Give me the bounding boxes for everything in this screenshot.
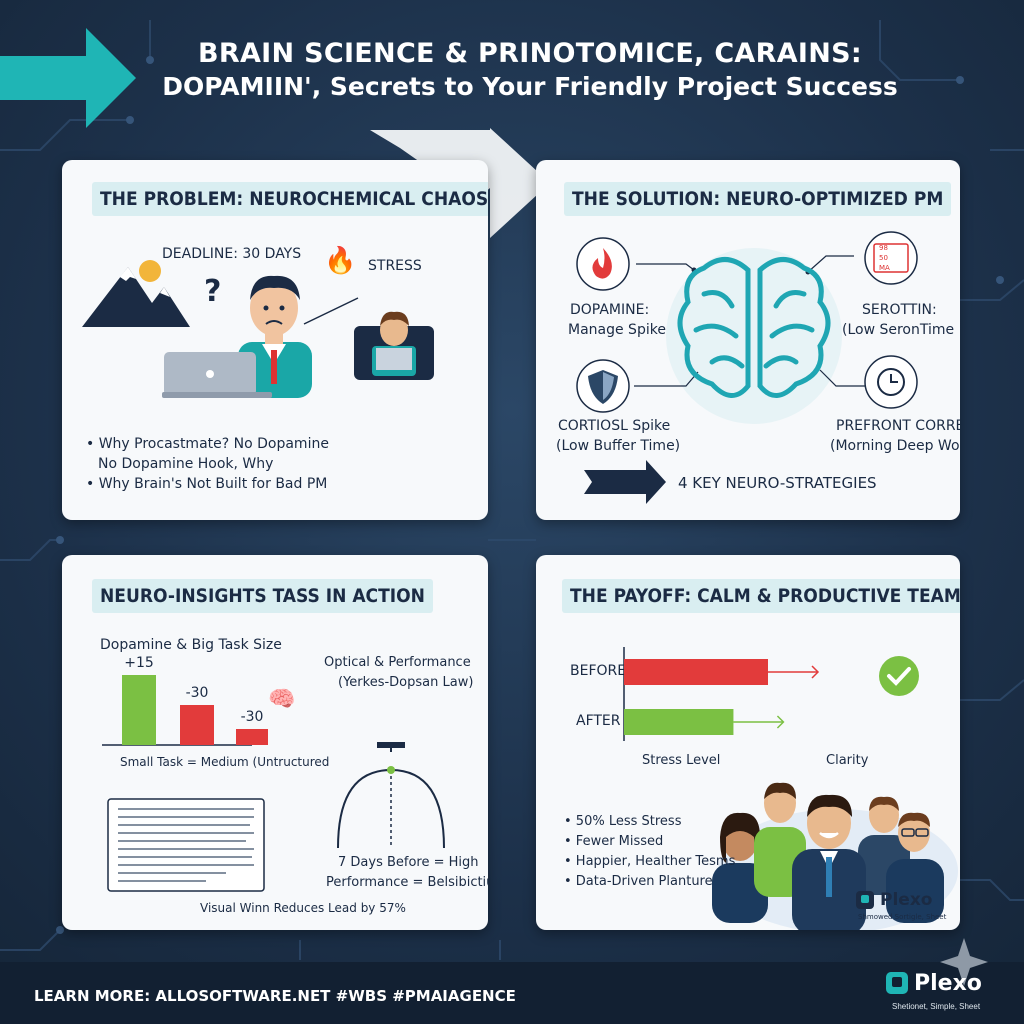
curve-caption-2: Performance = Belsibictius) [326, 875, 488, 890]
serotonin-badge-1: 98 [879, 244, 888, 252]
after-label: AFTER [576, 713, 621, 729]
payoff-panel: THE PAYOFF: CALM & PRODUCTIVE TEAMS BEFO… [536, 555, 960, 930]
serotonin-badge-2: 50 [879, 254, 888, 262]
payoff-heading: THE PAYOFF: CALM & PRODUCTIVE TEAMS [562, 579, 960, 613]
solution-panel: THE SOLUTION: NEURO-OPTIMIZED PM 98 50 M… [536, 160, 960, 520]
dopamine-bar [122, 675, 156, 745]
payoff-bullet-2: • Fewer Missed [564, 834, 664, 849]
insights-heading: NEURO-INSIGHTS TASS IN ACTION [92, 579, 433, 613]
panel-brand-logo: Plexo [854, 889, 932, 911]
sparkle-icon [940, 938, 988, 986]
curve-caption-1: 7 Days Before = High [338, 855, 479, 870]
dopamine-subtitle: Manage Spike [568, 322, 666, 338]
before-label: BEFORE [570, 663, 627, 679]
stressed-person-illustration [162, 275, 312, 398]
brain-icon: 🧠 [268, 687, 296, 712]
brain-diagram [576, 231, 918, 504]
footer-brand-logo: Plexo [884, 970, 982, 996]
prefrontal-title: PREFRONT CORREX [836, 418, 960, 434]
payoff-bullet-3: • Happier, Healther Tesms [564, 854, 736, 869]
strategies-label: 4 KEY NEURO-STRATEGIES [678, 474, 877, 492]
payoff-bullet-4: • Data-Driven Planture [564, 874, 713, 889]
document-caption: Visual Winn Reduces Lead by 57% [200, 901, 406, 915]
plexo-logo-icon [886, 972, 908, 994]
footer-brand-name: Plexo [914, 970, 982, 996]
problem-bullet-2: No Dopamine Hook, Why [98, 456, 274, 472]
stress-label: STRESS [368, 258, 422, 274]
serotonin-subtitle: (Low SeronTime [842, 322, 955, 338]
payoff-arrowhead [776, 715, 785, 729]
stress-axis-label: Stress Level [642, 753, 721, 768]
panel-brand-tagline: Shmowed Sortigle, Sheet [858, 913, 947, 921]
clarity-axis-label: Clarity [826, 753, 869, 768]
mountain-icon [82, 260, 190, 327]
serotonin-title: SEROTTIN: [862, 302, 937, 318]
bar-value-label: -30 [186, 685, 209, 701]
question-mark: ? [204, 274, 222, 309]
teal-arrow-graphic [0, 28, 136, 128]
problem-bullet-3: • Why Brain's Not Built for Bad PM [86, 476, 328, 492]
page-title: BRAIN SCIENCE & PRINOTOMICE, CARAINS: DO… [130, 36, 930, 104]
plexo-logo-icon [856, 891, 874, 909]
problem-bullet-1: • Why Procastmate? No Dopamine [86, 436, 329, 452]
reading-person-illustration [354, 311, 434, 380]
stress-comparison-chart [623, 647, 820, 741]
cortisol-subtitle: (Low Buffer Time) [556, 438, 681, 454]
payoff-bar [624, 709, 734, 735]
payoff-bullet-1: • 50% Less Stress [564, 814, 682, 829]
title-line-1: BRAIN SCIENCE & PRINOTOMICE, CARAINS: [197, 38, 863, 69]
checkmark-icon [879, 656, 919, 696]
curve-subtitle: (Yerkes-Dopsan Law) [338, 675, 474, 690]
team-illustration [712, 782, 958, 930]
solution-heading: THE SOLUTION: NEURO-OPTIMIZED PM [564, 182, 952, 216]
title-line-2: DOPAMIIN', Secrets to Your Friendly Proj… [162, 72, 898, 102]
panel-brand-name: Plexo [880, 890, 933, 910]
learn-more-link[interactable]: LEARN MORE: ALLOSOFTWARE.NET #WBS #PMAIA… [34, 987, 516, 1005]
dopamine-title: DOPAMINE: [570, 302, 650, 318]
prefrontal-subtitle: (Morning Deep Work) [830, 438, 960, 454]
footer-brand-tagline: Shetionet, Simple, Sheet [892, 1002, 981, 1011]
footer: LEARN MORE: ALLOSOFTWARE.NET #WBS #PMAIA… [0, 938, 1024, 1024]
connector-line [303, 297, 359, 325]
cortisol-title: CORTIOSL Spike [558, 418, 671, 434]
payoff-arrowhead [811, 665, 820, 679]
bar-value-label: +15 [124, 655, 154, 671]
insights-panel: NEURO-INSIGHTS TASS IN ACTION Dopamine &… [62, 555, 488, 930]
bar-chart-caption: Small Task = Medium (Untructured [120, 755, 330, 769]
deadline-label: DEADLINE: 30 DAYS [162, 246, 302, 262]
curve-title: Optical & Performance [324, 655, 471, 670]
dopamine-bar [236, 729, 268, 745]
yerkes-dodson-curve [337, 742, 445, 849]
serotonin-badge-3: MA [879, 264, 890, 272]
document-illustration [107, 798, 265, 892]
dopamine-bar [180, 705, 214, 745]
bar-chart-title: Dopamine & Big Task Size [100, 637, 282, 653]
bar-value-label: -30 [241, 709, 264, 725]
fire-icon: 🔥 [324, 246, 357, 276]
payoff-bar [624, 659, 768, 685]
problem-panel: THE PROBLEM: NEUROCHEMICAL CHAOS DEADLIN… [62, 160, 488, 520]
dopamine-bar-chart: +15 -30 -30 [102, 655, 268, 746]
problem-heading: THE PROBLEM: NEUROCHEMICAL CHAOS [92, 182, 488, 216]
